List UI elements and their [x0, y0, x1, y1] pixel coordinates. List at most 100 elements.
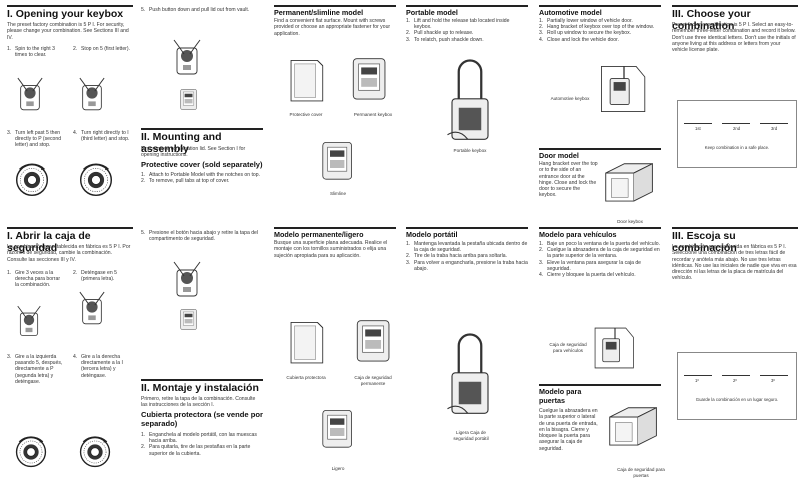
mounting-steps-es: 1.Enganchela al modelo portátil, con las…	[141, 432, 257, 457]
portable-step1-es: Mantenga levantada la pestaña ubicada de…	[414, 241, 528, 254]
door-keybox-caption-es: Caja de seguridad para puertas	[617, 467, 665, 478]
slimline-icon	[318, 134, 358, 186]
slimline-caption-es: Ligero	[331, 466, 345, 471]
mounting-subtitle-es: Cubierta protectora (se vende por separa…	[141, 410, 263, 428]
mounting-step2-es: Para quitarla, tire de las pestañas en l…	[149, 444, 251, 457]
door-title: Door model	[539, 151, 579, 160]
opening-step1-es: 1.Gire 3 veces a la derecha para borrar …	[7, 270, 61, 289]
step3-text-es: Gire a la izquierda pasando 5, después, …	[15, 354, 63, 385]
keybox-open-icon	[172, 258, 202, 298]
portable-keybox-icon	[446, 330, 494, 420]
divider	[141, 128, 263, 130]
mounting-step1-es: Enganchela al modelo portátil, con las m…	[149, 432, 257, 445]
step4-text-es: Gire a la derecha directamente a la I (t…	[81, 354, 123, 379]
portable-step2: Pull shackle up to release.	[414, 30, 474, 37]
portable-step1: Lift and hold the release tab located in…	[414, 18, 510, 31]
step3-text: Turn left past 5 then directly to P (sec…	[15, 130, 62, 149]
opening-step3-es: 3.Gire a la izquierda pasando 5, después…	[7, 354, 63, 385]
step1-text: Spin to the right 3 times to clear.	[15, 46, 55, 59]
door-text-es: Cuelgue la abrazadera en la parte superi…	[539, 408, 598, 452]
auto-step2: Hang bracket of keybox over top of the w…	[547, 24, 655, 31]
record-line	[684, 123, 712, 124]
keep-safe-note-es: Guarde la combinación en un lugar seguro…	[695, 397, 779, 402]
opening-step4: 4.Turn right directly to I (third letter…	[73, 130, 130, 143]
opening-step5-es: 5.Presione el botón hacia abajo y retire…	[141, 230, 259, 243]
divider	[274, 5, 396, 7]
divider	[539, 5, 661, 7]
mounting-step2: To remove, pull tabs at top of cover.	[149, 178, 230, 185]
protective-cover-icon	[284, 310, 328, 370]
mounting-title-es: II. Montaje y instalación	[141, 382, 259, 394]
divider	[672, 5, 798, 7]
dial-icon	[14, 162, 50, 198]
automotive-steps-es: 1.Baje un poco la ventana de la puerta d…	[539, 241, 660, 279]
permanent-keybox-caption: Permanent keybox	[353, 112, 393, 117]
auto-step1: Partially lower window of vehicle door.	[547, 18, 633, 24]
auto-step4-es: Cierre y bloquee la puerta del vehículo.	[547, 272, 636, 279]
step5-text-es: Presione el botón hacia abajo y retire l…	[149, 230, 259, 243]
opening-title: I. Opening your keybox	[7, 8, 124, 20]
divider	[141, 379, 263, 381]
opening-step2: 2.Stop on 5 (first letter).	[73, 46, 130, 52]
keybox-open-icon	[172, 36, 202, 76]
permanent-title: Permanent/slimline model	[274, 8, 364, 17]
automotive-title-es: Modelo para vehículos	[539, 230, 617, 239]
automotive-keybox-caption: Automotive keybox	[550, 96, 590, 101]
divider	[539, 148, 661, 150]
record-line	[760, 375, 788, 376]
mounting-intro: First remove combination lid. See Sectio…	[141, 146, 246, 159]
divider	[7, 227, 133, 229]
divider	[7, 5, 133, 7]
choose-title-es: III. Escoja su combinación	[672, 230, 737, 254]
step2-text: Stop on 5 (first letter).	[81, 46, 130, 52]
divider	[274, 227, 396, 229]
opening-step5: 5.Push button down and pull lid out from…	[141, 7, 250, 13]
dial-icon	[78, 74, 106, 112]
keybox-lid-icon	[178, 84, 200, 114]
first-label-es: 1º	[695, 378, 699, 383]
portable-step3-es: Para volver a engancharla, presione la t…	[414, 259, 528, 272]
slimline-caption: Slimline	[329, 191, 347, 196]
divider	[539, 227, 661, 229]
automotive-keybox-caption-es: Caja de seguridad para vehículos	[549, 342, 587, 353]
third-label-es: 3º	[771, 378, 775, 383]
step2-text-es: Deténgase en 5 (primera letra).	[81, 270, 117, 283]
choose-text-es: La combinación preestablecida en fábrica…	[672, 244, 797, 282]
door-title-es: Modelo para puertas	[539, 387, 582, 405]
auto-step1-es: Baje un poco la ventana de la puerta del…	[547, 241, 660, 247]
automotive-keybox-icon	[592, 320, 638, 376]
slimline-icon	[318, 400, 358, 456]
door-keybox-icon	[606, 404, 662, 460]
automotive-keybox-icon	[598, 60, 650, 118]
record-line	[722, 375, 750, 376]
mounting-intro-es: Primero, retire la tapa de la combinació…	[141, 396, 256, 409]
dial-icon	[78, 288, 106, 326]
protective-cover-caption: Protective cover	[289, 112, 323, 117]
protective-cover-caption-es: Cubierta protectora	[286, 375, 326, 380]
opening-step2-es: 2.Deténgase en 5 (primera letra).	[73, 270, 117, 283]
permanent-keybox-icon	[348, 48, 392, 108]
portable-title: Portable model	[406, 8, 458, 17]
mounting-steps: 1.Attach to Portable Model with the notc…	[141, 172, 260, 185]
step4-text: Turn right directly to I (third letter) …	[81, 130, 130, 143]
protective-cover-icon	[284, 48, 328, 108]
portable-steps-es: 1.Mantenga levantada la pestaña ubicada …	[406, 241, 528, 272]
mounting-title: II. Mounting and assembly	[141, 131, 222, 155]
combination-record-box: 1st 2nd 3rd Keep combination in a safe p…	[677, 100, 797, 168]
auto-step3: Roll up window to secure the keybox.	[547, 30, 632, 37]
opening-title-es: I. Abrir la caja de seguridad	[7, 230, 91, 254]
dial-icon	[78, 435, 112, 469]
portable-title-es: Modelo portátil	[406, 230, 458, 239]
portable-step3: To relatch, push shackle down.	[414, 36, 484, 43]
opening-step1: 1.Spin to the right 3 times to clear.	[7, 46, 55, 59]
keybox-lid-icon	[178, 304, 200, 334]
opening-intro: The preset factory combination is 5 P I.…	[7, 22, 129, 41]
automotive-title: Automotive model	[539, 8, 602, 17]
dial-icon	[14, 435, 48, 469]
step1-text-es: Gire 3 veces a la derecha para borrar la…	[15, 270, 61, 289]
portable-keybox-icon	[446, 56, 494, 146]
portable-keybox-caption-es: Ligera Caja de seguridad portátil	[453, 430, 489, 441]
opening-step3: 3.Turn left past 5 then directly to P (s…	[7, 130, 62, 149]
dial-icon	[78, 162, 114, 198]
keep-safe-note: Keep combination in a safe place.	[704, 145, 770, 150]
